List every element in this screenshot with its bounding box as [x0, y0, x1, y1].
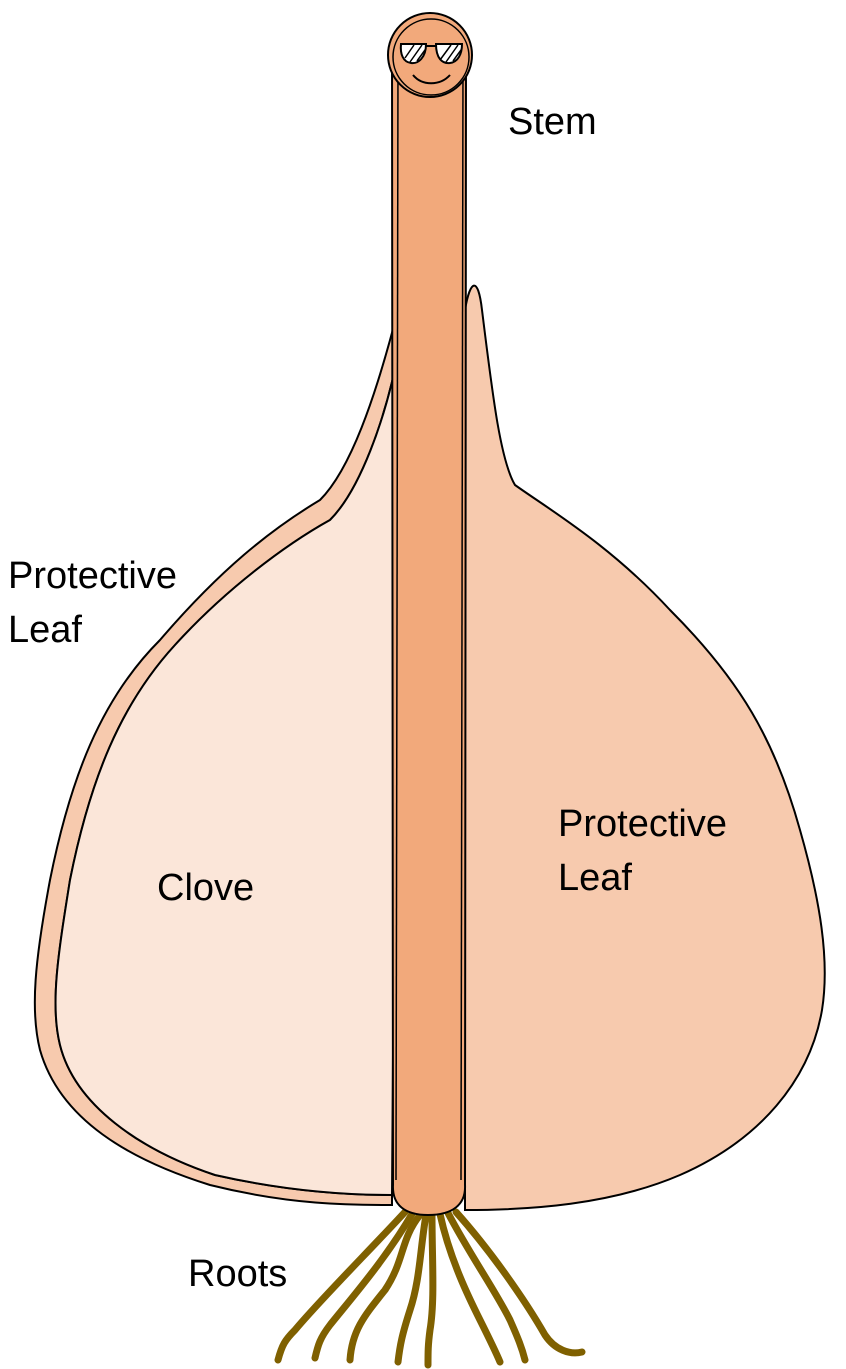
root: [428, 1215, 433, 1365]
clove-label: Clove: [157, 867, 254, 909]
protective-leaf-left-label-line2: Leaf: [8, 609, 82, 651]
protective-leaf-right: [465, 286, 825, 1210]
stem: [392, 40, 466, 1215]
protective-leaf-left-label-line1: Protective: [8, 555, 177, 597]
root: [315, 1214, 412, 1358]
root: [456, 1212, 582, 1353]
roots: [278, 1212, 582, 1365]
root: [398, 1215, 426, 1362]
stem-label: Stem: [508, 101, 597, 143]
protective-leaf-right-label-line1: Protective: [558, 803, 727, 845]
smiling-face-with-sunglasses-icon: [388, 13, 472, 97]
roots-label: Roots: [188, 1253, 287, 1295]
protective-leaf-right-label-line2: Leaf: [558, 857, 632, 899]
